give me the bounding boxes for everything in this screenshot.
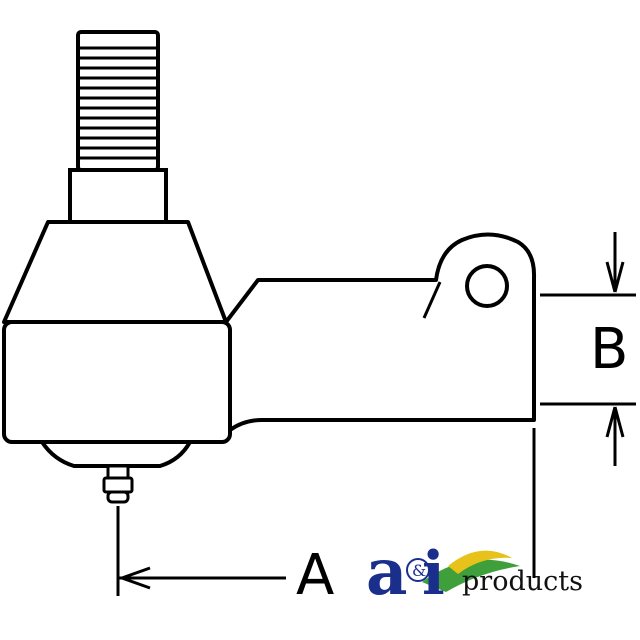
logo-letter-i: i xyxy=(422,539,445,609)
logo-products-text: products xyxy=(462,566,583,597)
logo-amp-circle xyxy=(406,558,430,582)
housing-body xyxy=(2,320,232,444)
dimension-a xyxy=(116,428,536,596)
dimension-b-bottom-arrow xyxy=(605,406,625,438)
stud-neck xyxy=(68,168,168,224)
tie-rod-arm xyxy=(224,232,537,432)
logo-leaf-yellow xyxy=(448,550,512,574)
logo-leaf-green xyxy=(422,559,520,592)
logo-letter-a: a xyxy=(366,535,407,610)
arm-taper-line xyxy=(422,281,442,319)
dimension-a-arrow xyxy=(121,566,151,590)
grease-fitting xyxy=(102,464,134,504)
dimension-a-label: A xyxy=(296,543,334,608)
dimension-b-top-arrow xyxy=(605,261,625,293)
ai-products-logo: a & i products xyxy=(366,535,583,610)
housing-taper xyxy=(2,220,228,324)
dimension-b xyxy=(540,232,636,466)
threaded-stud xyxy=(76,30,160,172)
eye-hole xyxy=(465,264,509,308)
logo-ampersand: & xyxy=(412,561,426,580)
dimension-b-label: B xyxy=(590,317,628,382)
bottom-cap xyxy=(40,440,192,468)
